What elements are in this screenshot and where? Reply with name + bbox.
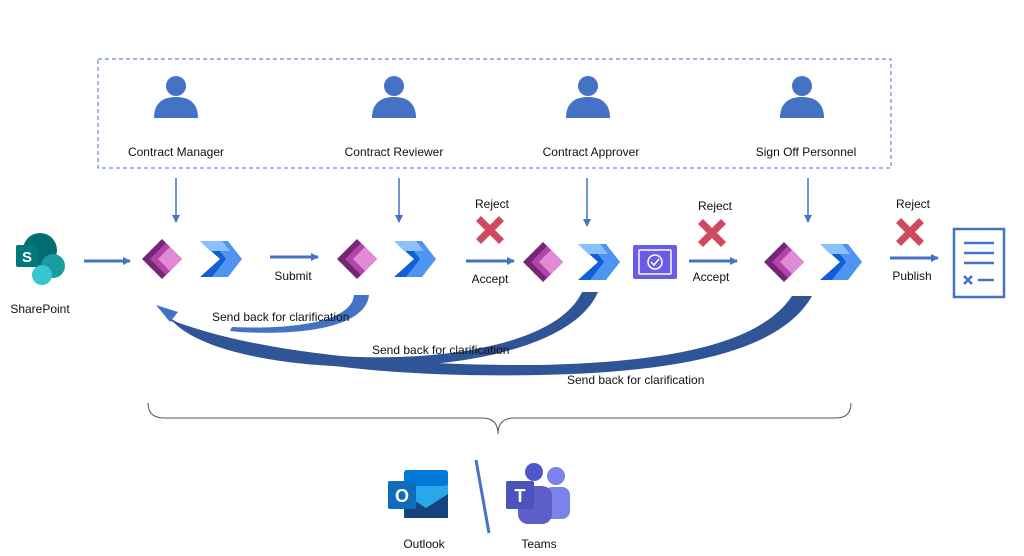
power-automate-icon [578,244,620,280]
feedback-arrow-approver [170,292,598,368]
feedback-label-3: Send back for clarification [567,373,704,387]
power-apps-icon [337,239,377,279]
contract-approver-person-icon [566,76,610,118]
reject-label-3: Reject [896,197,931,211]
outlook-icon: O [388,470,448,518]
power-apps-icon [764,242,804,282]
contract-manager-person-icon [154,76,198,118]
feedback-label-2: Send back for clarification [372,343,509,357]
teams-label: Teams [521,537,556,551]
power-automate-icon [394,241,436,277]
step-label-accept-1: Accept [472,272,509,286]
sign-off-personnel-person-icon [780,76,824,118]
roles-dashed-box [97,58,892,169]
outlook-label: Outlook [403,537,445,551]
svg-text:S: S [22,249,32,266]
document-icon [952,227,1006,299]
role-label-sign-off-personnel: Sign Off Personnel [756,145,857,159]
reject-x-icon [896,218,924,246]
reject-label-2: Reject [698,199,733,213]
approvals-icon [633,245,677,279]
reject-label-1: Reject [475,197,510,211]
svg-text:T: T [515,486,526,506]
power-automate-icon [820,244,862,280]
reject-x-icon [476,216,504,244]
svg-text:O: O [395,486,409,506]
role-label-contract-approver: Contract Approver [543,145,640,159]
feedback-label-1: Send back for clarification [212,310,349,324]
role-label-contract-manager: Contract Manager [128,145,224,159]
contract-reviewer-person-icon [372,76,416,118]
sharepoint-label: SharePoint [10,302,70,316]
role-label-contract-reviewer: Contract Reviewer [345,145,444,159]
step-label-accept-2: Accept [693,270,730,284]
step-label-publish: Publish [892,269,931,283]
power-apps-icon [523,242,563,282]
power-automate-icon [200,241,242,277]
step-label-submit: Submit [274,269,312,283]
feedback-arrowhead [156,305,178,322]
power-apps-icon [142,239,182,279]
notification-brace [147,402,852,435]
teams-icon: T [506,463,570,524]
sharepoint-icon: S [16,233,65,285]
separator-slash [474,459,491,534]
feedback-arrow-signoff [166,296,812,376]
feedback-arrow-reviewer [230,295,369,333]
reject-x-icon [698,219,726,247]
